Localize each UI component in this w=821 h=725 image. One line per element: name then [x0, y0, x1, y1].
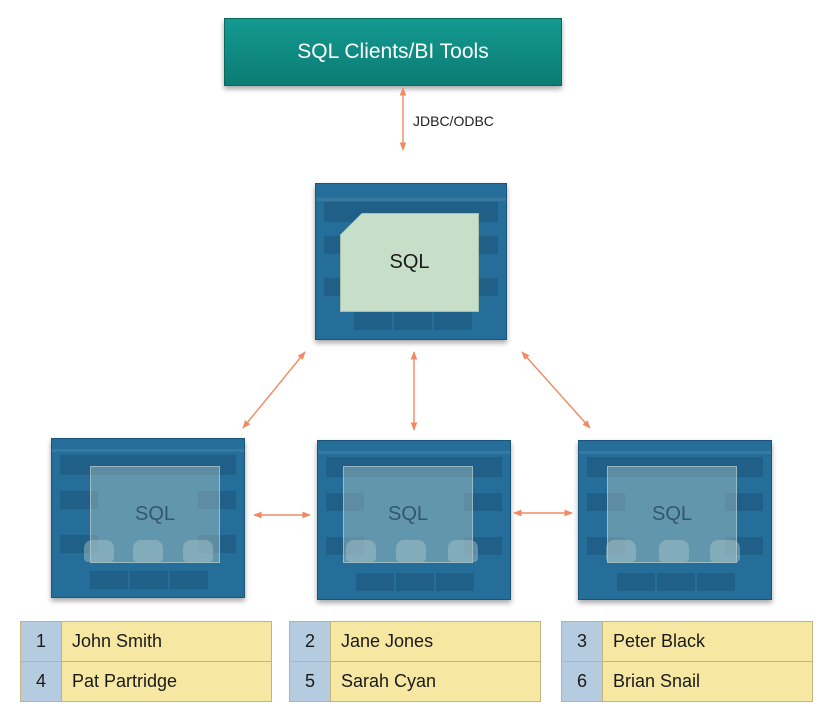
worker-node-1 [51, 438, 245, 598]
database-cylinder-icon [183, 540, 213, 562]
worker-sql-label-1: SQL [134, 503, 176, 525]
table-row: 1 John Smith [20, 621, 272, 662]
connection-label: JDBC/ODBC [413, 113, 494, 129]
worker-sql-label-3: SQL [651, 503, 693, 525]
master-sql-label: SQL [389, 251, 430, 273]
row-name: Sarah Cyan [330, 661, 541, 702]
row-id: 4 [20, 661, 62, 702]
row-id: 1 [20, 621, 62, 662]
row-id: 6 [561, 661, 603, 702]
row-id: 5 [289, 661, 331, 702]
table-row: 2 Jane Jones [289, 621, 541, 662]
sql-clients-label: SQL Clients/BI Tools [297, 40, 489, 63]
worker-sql-label-2: SQL [387, 503, 429, 525]
row-id: 2 [289, 621, 331, 662]
database-cylinder-icon [396, 540, 426, 562]
arrow-master-worker-3 [521, 351, 591, 429]
table-row: 3 Peter Black [561, 621, 813, 662]
shard-table-3: 3 Peter Black 6 Brian Snail [561, 621, 813, 702]
database-cylinder-icon [710, 540, 740, 562]
table-row: 6 Brian Snail [561, 661, 813, 702]
row-name: Peter Black [602, 621, 813, 662]
sql-clients-box: SQL Clients/BI Tools [224, 18, 562, 86]
table-row: 4 Pat Partridge [20, 661, 272, 702]
row-name: Pat Partridge [61, 661, 272, 702]
database-cylinder-icon [659, 540, 689, 562]
database-cylinder-icon [448, 540, 478, 562]
shard-table-1: 1 John Smith 4 Pat Partridge [20, 621, 272, 702]
row-id: 3 [561, 621, 603, 662]
database-cylinder-icon [606, 540, 636, 562]
database-cylinder-icon [84, 540, 114, 562]
row-name: Brian Snail [602, 661, 813, 702]
database-cylinder-icon [133, 540, 163, 562]
row-name: Jane Jones [330, 621, 541, 662]
worker-sql-panel-1: SQL [90, 466, 220, 563]
master-sql-sheet: SQL [340, 213, 479, 312]
arrow-master-worker-1 [242, 351, 306, 429]
worker-sql-panel-3: SQL [607, 466, 737, 563]
table-row: 5 Sarah Cyan [289, 661, 541, 702]
shard-table-2: 2 Jane Jones 5 Sarah Cyan [289, 621, 541, 702]
worker-sql-panel-2: SQL [343, 466, 473, 563]
database-cylinder-icon [346, 540, 376, 562]
row-name: John Smith [61, 621, 272, 662]
